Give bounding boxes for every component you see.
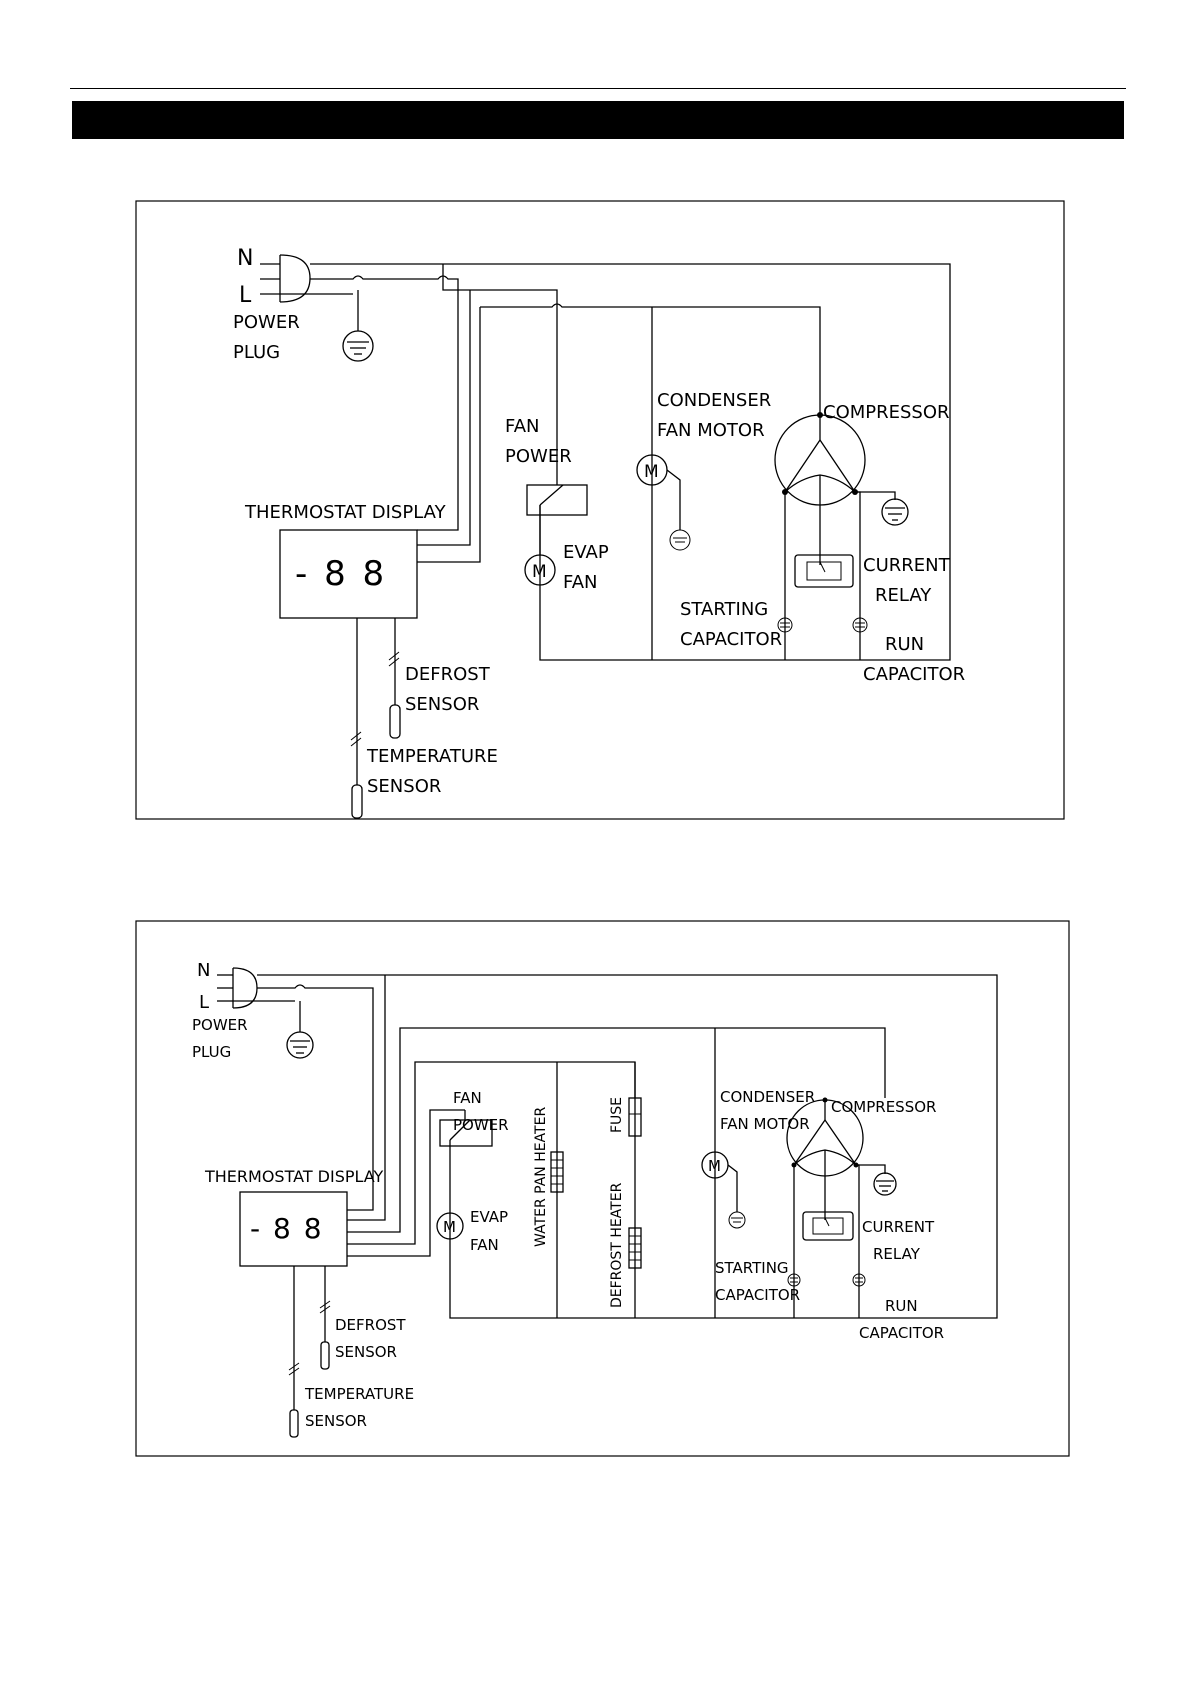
evap-fan-label: FAN — [563, 572, 597, 593]
fan-power-label: POWER — [505, 446, 572, 467]
temperature-sensor-label: SENSOR — [305, 1412, 367, 1430]
wiring-diagram-1: - 8 8 THERMOSTAT DISPLAY M M — [135, 200, 1065, 820]
svg-text:M: M — [644, 462, 659, 482]
defrost-sensor-icon — [389, 704, 401, 739]
current-relay-icon — [794, 554, 854, 588]
thermostat-display: - 8 8 — [279, 529, 418, 619]
ground-icon — [669, 529, 691, 551]
defrost-sensor-label: SENSOR — [335, 1343, 397, 1361]
header-rule — [70, 88, 1126, 89]
run-capacitor-label: RUN — [885, 1297, 918, 1315]
thermostat-display: - 8 8 — [239, 1191, 348, 1267]
condenser-fan-motor-label: CONDENSER — [720, 1088, 815, 1106]
evap-fan-label: EVAP — [563, 542, 609, 563]
temperature-sensor-label: TEMPERATURE — [366, 746, 498, 767]
fan-power-label: POWER — [453, 1116, 509, 1134]
evap-fan-motor-icon: M — [524, 554, 556, 586]
thermostat-label: THERMOSTAT DISPLAY — [204, 1167, 384, 1186]
wire-th-2 — [417, 290, 471, 546]
defrost-sensor-label: DEFROST — [405, 664, 491, 685]
live-label: L — [239, 283, 252, 308]
neutral-label: N — [237, 246, 253, 271]
wire-evap-bus — [539, 505, 765, 661]
diagram-2-frame — [135, 920, 1070, 1457]
thermostat-label: THERMOSTAT DISPLAY — [244, 502, 447, 523]
power-plug-icon — [217, 967, 258, 1009]
wire-live — [257, 984, 374, 1211]
water-pan-heater-label: WATER PAN HEATER — [533, 1107, 549, 1247]
defrost-heater-label: DEFROST HEATER — [609, 1182, 625, 1308]
condenser-fan-motor-label: FAN MOTOR — [657, 420, 765, 441]
svg-text:M: M — [443, 1218, 456, 1236]
wire-neutral — [257, 974, 998, 1319]
compressor-label: COMPRESSOR — [831, 1098, 936, 1116]
run-capacitor-icon — [852, 617, 868, 633]
temperature-sensor-icon — [289, 1409, 299, 1438]
wire-live — [310, 275, 459, 531]
ground-icon — [881, 498, 909, 526]
live-label: L — [199, 992, 209, 1013]
starting-capacitor-icon — [787, 1273, 801, 1287]
fan-power-label: FAN — [505, 416, 539, 437]
defrost-sensor-label: SENSOR — [405, 694, 479, 715]
starting-capacitor-label: STARTING — [680, 599, 768, 620]
defrost-sensor-icon — [320, 1341, 330, 1370]
ground-icon — [873, 1172, 897, 1196]
run-capacitor-label: RUN — [885, 634, 924, 655]
current-relay-icon — [802, 1211, 854, 1241]
current-relay-label: CURRENT — [863, 555, 951, 576]
evap-fan-label: EVAP — [470, 1208, 508, 1226]
wire-hot-bus — [480, 303, 821, 415]
fan-relay-icon — [439, 1119, 493, 1147]
ground-icon — [728, 1211, 746, 1229]
evap-fan-label: FAN — [470, 1236, 499, 1254]
thermostat-readout: - 8 8 — [250, 1212, 324, 1245]
defrost-heater-icon — [628, 1227, 642, 1269]
section-banner — [72, 101, 1124, 139]
wire-fan-feed — [442, 264, 558, 485]
condenser-fan-motor-label: CONDENSER — [657, 390, 771, 411]
fuse-label: FUSE — [609, 1097, 625, 1133]
temperature-sensor-label: SENSOR — [367, 776, 441, 797]
fan-power-label: FAN — [453, 1089, 482, 1107]
svg-text:M: M — [708, 1157, 721, 1175]
run-capacitor-label: CAPACITOR — [863, 664, 965, 685]
wire-neutral — [310, 263, 951, 661]
fan-relay-icon — [526, 484, 588, 516]
neutral-label: N — [197, 960, 210, 981]
wire-fan-feed — [347, 1109, 465, 1257]
starting-capacitor-label: CAPACITOR — [715, 1286, 800, 1304]
power-plug-label: POWER — [192, 1016, 248, 1034]
run-capacitor-icon — [852, 1273, 866, 1287]
defrost-sensor-label: DEFROST — [335, 1316, 406, 1334]
current-relay-label: CURRENT — [862, 1218, 935, 1236]
ground-icon — [342, 290, 374, 362]
wiring-diagram-2: - 8 8 THERMOSTAT DISPLAY M M — [135, 920, 1070, 1457]
wire-th-2 — [347, 975, 386, 1221]
condenser-fan-motor-label: FAN MOTOR — [720, 1115, 810, 1133]
starting-capacitor-icon — [777, 617, 793, 633]
temperature-sensor-label: TEMPERATURE — [304, 1385, 414, 1403]
diagram-1-frame — [135, 200, 1065, 820]
run-capacitor-label: CAPACITOR — [859, 1324, 944, 1342]
fuse-icon — [628, 1097, 642, 1137]
evap-fan-motor-icon: M — [436, 1212, 464, 1240]
power-plug-label: POWER — [233, 312, 300, 333]
power-plug-label: PLUG — [233, 342, 280, 363]
wire-th-3 — [417, 307, 481, 563]
power-plug-icon — [260, 254, 311, 303]
starting-capacitor-label: CAPACITOR — [680, 629, 782, 650]
wire-return — [449, 1140, 925, 1319]
wire-hot-bus — [347, 1027, 886, 1233]
current-relay-label: RELAY — [875, 585, 932, 606]
current-relay-label: RELAY — [873, 1245, 921, 1263]
starting-capacitor-label: STARTING — [715, 1259, 789, 1277]
thermostat-readout: - 8 8 — [295, 554, 387, 594]
compressor-label: COMPRESSOR — [823, 402, 950, 423]
svg-text:M: M — [532, 562, 547, 582]
ground-icon — [286, 1001, 314, 1059]
power-plug-label: PLUG — [192, 1043, 231, 1061]
temperature-sensor-icon — [351, 784, 363, 819]
water-pan-heater-icon — [550, 1151, 564, 1193]
